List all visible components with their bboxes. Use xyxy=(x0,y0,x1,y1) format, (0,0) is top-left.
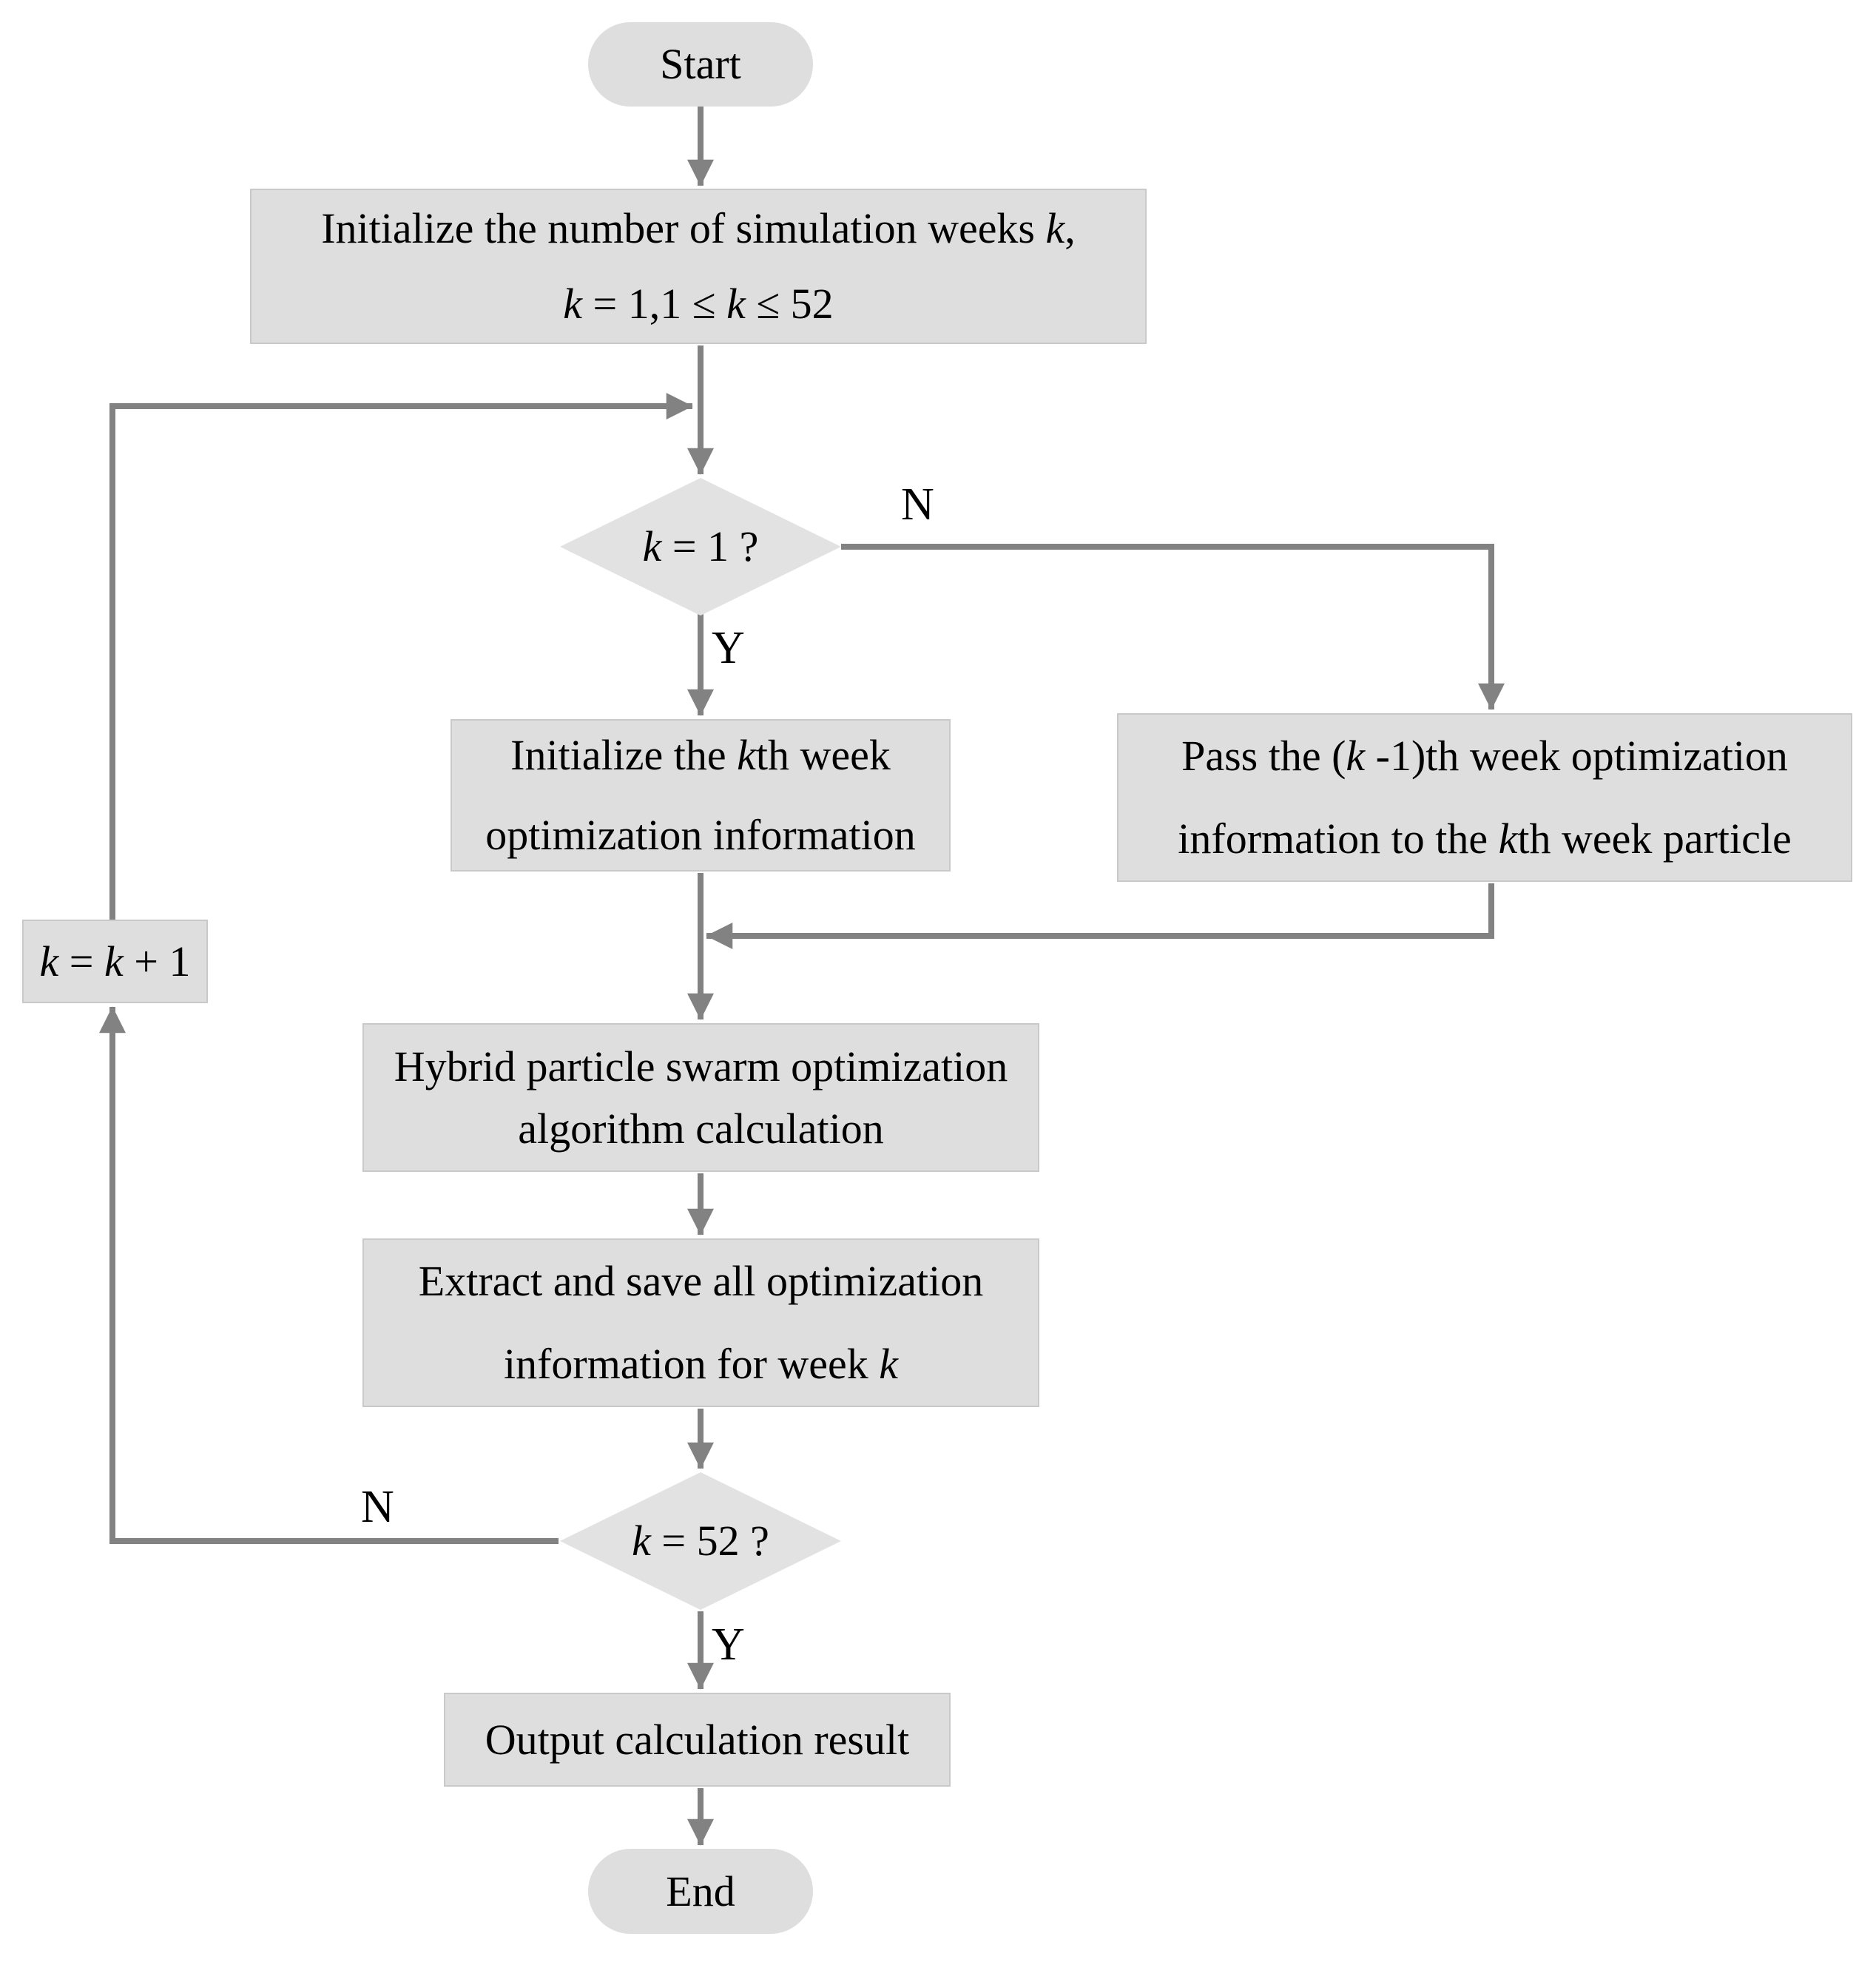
node-hybrid-pso: Hybrid particle swarm optimization algor… xyxy=(362,1023,1039,1172)
node-label: End xyxy=(666,1867,735,1915)
node-init-weeks: Initialize the number of simulation week… xyxy=(250,189,1147,344)
label-k52-yes: Y xyxy=(712,1619,745,1670)
node-label-line: Extract and save all optimization xyxy=(418,1257,984,1306)
node-label: k = k + 1 xyxy=(39,937,191,985)
label-k52-no: N xyxy=(361,1482,394,1532)
node-label-line: Initialize the number of simulation week… xyxy=(321,204,1076,253)
edge-k1-no xyxy=(841,544,1505,710)
node-label-line: information for week k xyxy=(503,1340,899,1388)
node-output-result: Output calculation result xyxy=(444,1693,951,1787)
node-label-line: optimization information xyxy=(485,811,916,859)
node-label-line: information to the kth week particle xyxy=(1178,815,1792,863)
label-k1-no: N xyxy=(901,479,934,530)
edge-k52-no xyxy=(99,1006,559,1544)
label-k1-yes: Y xyxy=(712,623,745,673)
node-label-line: Initialize the kth week xyxy=(510,731,891,780)
node-init-kth-week: Initialize the kth week optimization inf… xyxy=(451,719,951,872)
node-label-line: algorithm calculation xyxy=(518,1104,884,1153)
node-extract-save: Extract and save all optimization inform… xyxy=(362,1238,1039,1407)
node-pass-info: Pass the (k -1)th week optimization info… xyxy=(1117,713,1852,882)
edge-pass-to-merge xyxy=(706,883,1494,949)
node-label-line: Hybrid particle swarm optimization xyxy=(394,1042,1008,1090)
node-label: Start xyxy=(660,40,741,89)
node-label: Output calculation result xyxy=(485,1715,910,1764)
node-label-line: k = 1,1 ≤ k ≤ 52 xyxy=(563,280,834,328)
node-increment-k: k = k + 1 xyxy=(22,920,208,1003)
node-label: k = 1 ? xyxy=(642,522,759,571)
node-label: k = 52 ? xyxy=(632,1517,769,1565)
node-start: Start xyxy=(588,22,813,107)
node-label-line: Pass the (k -1)th week optimization xyxy=(1181,732,1788,781)
node-end: End xyxy=(588,1849,813,1934)
edge-increment-loopback xyxy=(109,393,693,920)
